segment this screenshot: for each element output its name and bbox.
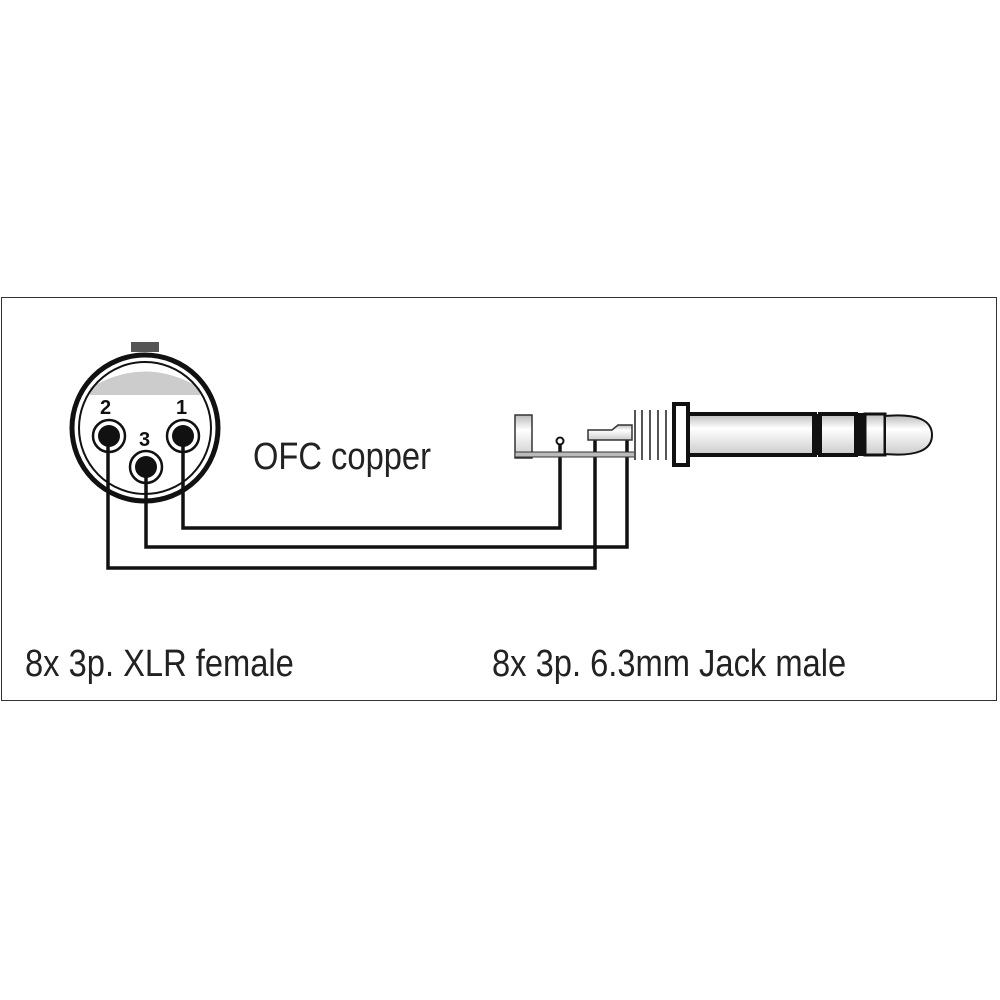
- wire-pin3-ring: [144, 437, 629, 549]
- diagram-frame: [1, 297, 997, 701]
- left-connector-label: 8x 3p. XLR female: [25, 643, 294, 685]
- pin-label-2: 2: [100, 397, 111, 419]
- wire-pin2-tip: [106, 436, 597, 570]
- cable-type-label: OFC copper: [253, 436, 431, 478]
- wires: [106, 436, 629, 570]
- wire-pin1-sleeve: [181, 436, 562, 530]
- jack-plug-connector: [514, 402, 934, 467]
- pin-label-3: 3: [139, 429, 150, 451]
- right-connector-label: 8x 3p. 6.3mm Jack male: [492, 643, 847, 685]
- pin-label-1: 1: [176, 397, 187, 419]
